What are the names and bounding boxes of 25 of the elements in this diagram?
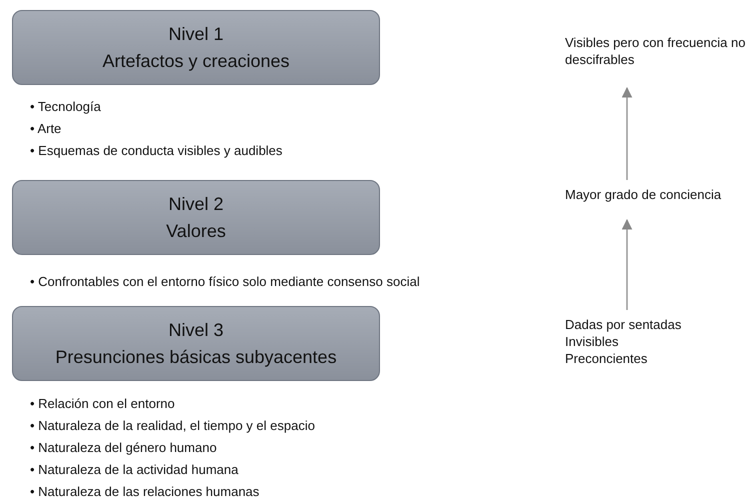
arrow	[622, 218, 632, 310]
level-box	[12, 180, 380, 255]
bullet-item: • Confrontables con el entorno físico solo mediante consenso social	[30, 273, 420, 291]
bullet-item: • Tecnología	[30, 98, 102, 116]
bullet-item: • Arte	[30, 120, 62, 138]
bullet-item: • Naturaleza del género humano	[30, 439, 218, 457]
level-box	[12, 306, 380, 381]
level-subtitle: Artefactos y creaciones	[102, 50, 290, 72]
level-subtitle: Presunciones básicas subyacentes	[55, 346, 337, 368]
side-note: Preconcientes	[565, 350, 648, 367]
side-note: Dadas por sentadas	[565, 316, 682, 333]
level-box	[12, 10, 380, 85]
bullet-item: • Naturaleza de la actividad humana	[30, 461, 240, 479]
arrow	[622, 86, 632, 180]
bullet-item: • Relación con el entorno	[30, 395, 176, 413]
side-note: Invisibles	[565, 333, 620, 350]
side-note: Visibles pero con frecuencia no descifrables	[565, 34, 746, 68]
bullet-item: • Naturaleza de la realidad, el tiempo y el espacio	[30, 417, 315, 435]
level-subtitle: Valores	[166, 220, 226, 242]
side-note: Mayor grado de conciencia	[565, 186, 722, 203]
level-title: Nivel 3	[168, 320, 224, 340]
bullet-item: • Naturaleza de las relaciones humanas	[30, 483, 260, 500]
level-title: Nivel 1	[168, 24, 224, 44]
level-title: Nivel 2	[168, 194, 224, 214]
bullet-item: • Esquemas de conducta visibles y audibles	[30, 142, 282, 160]
